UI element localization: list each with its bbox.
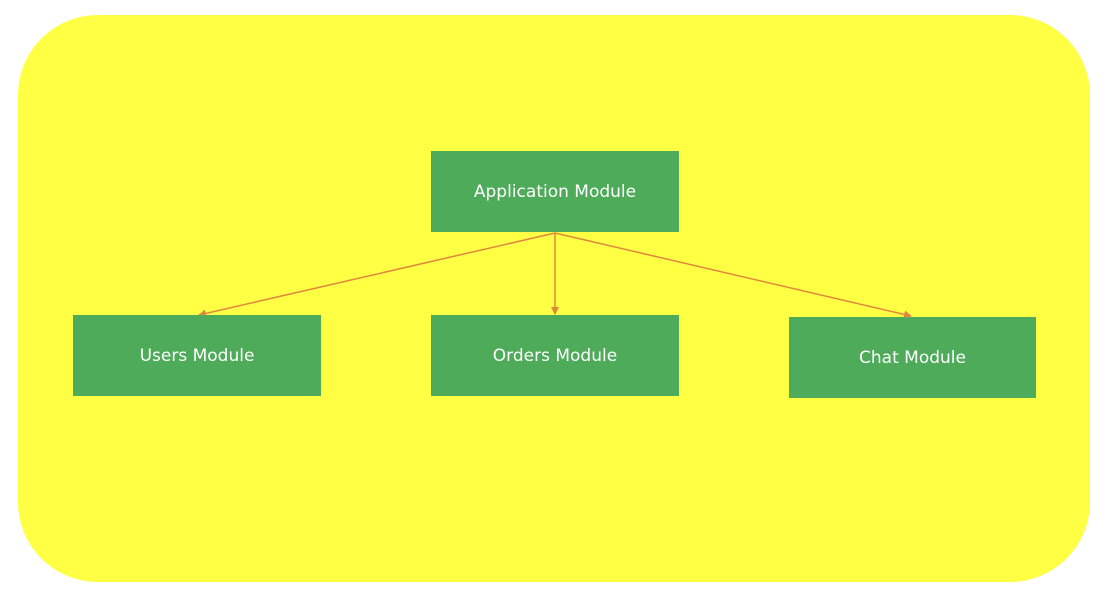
users-module-label: Users Module bbox=[139, 345, 255, 366]
orders-module-box: Orders Module bbox=[431, 315, 679, 396]
application-module-box: Application Module bbox=[431, 151, 679, 232]
application-module-label: Application Module bbox=[473, 181, 637, 202]
chat-module-box: Chat Module bbox=[789, 317, 1036, 398]
users-module-box: Users Module bbox=[73, 315, 321, 396]
orders-module-label: Orders Module bbox=[492, 345, 618, 366]
chat-module-label: Chat Module bbox=[859, 347, 966, 368]
module-container bbox=[18, 15, 1090, 582]
